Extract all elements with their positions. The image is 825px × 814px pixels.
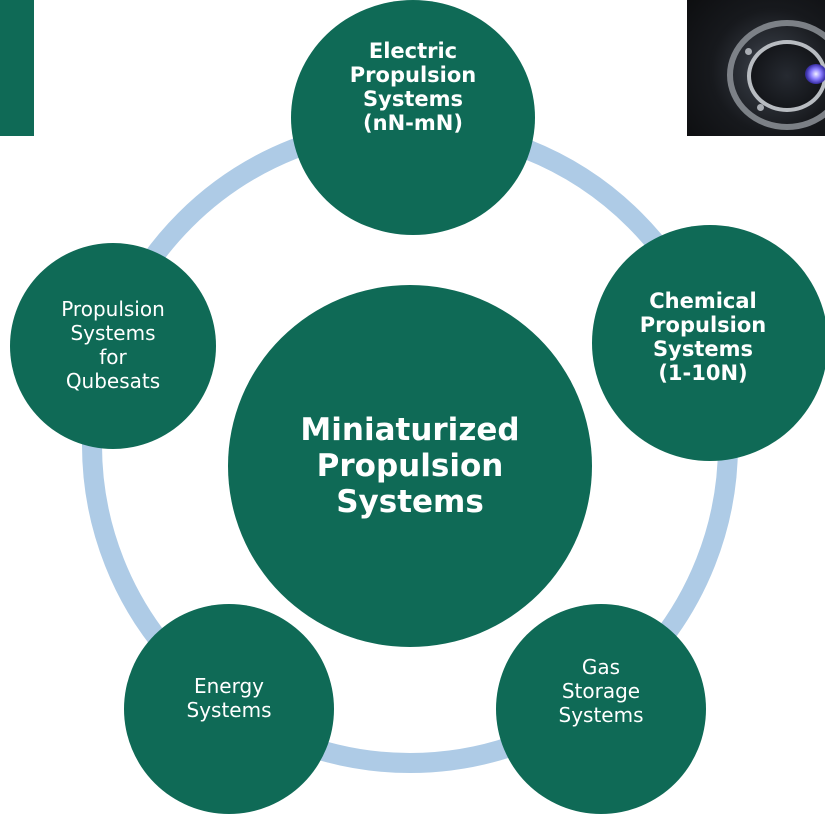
node-energy-systems: Energy Systems <box>124 604 334 814</box>
node-qubesats: Propulsion Systems for Qubesats <box>10 243 216 449</box>
thruster-outer-ring <box>727 20 825 130</box>
bolt-icon <box>757 104 764 111</box>
thruster-photo <box>687 0 825 136</box>
node-chemical-label: Chemical Propulsion Systems (1-10N) <box>639 289 767 385</box>
accent-bar <box>0 0 34 136</box>
node-energy-label: Energy Systems <box>186 674 272 722</box>
center-label: Miniaturized Propulsion Systems <box>300 412 520 520</box>
node-electric-label: Electric Propulsion Systems (nN-mN) <box>349 38 477 135</box>
node-gas-label: Gas Storage Systems <box>558 655 644 727</box>
center-node: Miniaturized Propulsion Systems <box>228 285 592 647</box>
bolt-icon <box>745 48 752 55</box>
node-gas-storage: Gas Storage Systems <box>496 604 706 814</box>
plasma-glow-icon <box>805 64 825 84</box>
node-qubesats-label: Propulsion Systems for Qubesats <box>61 297 165 393</box>
node-chemical-propulsion: Chemical Propulsion Systems (1-10N) <box>592 225 825 461</box>
node-electric-propulsion: Electric Propulsion Systems (nN-mN) <box>291 0 535 235</box>
